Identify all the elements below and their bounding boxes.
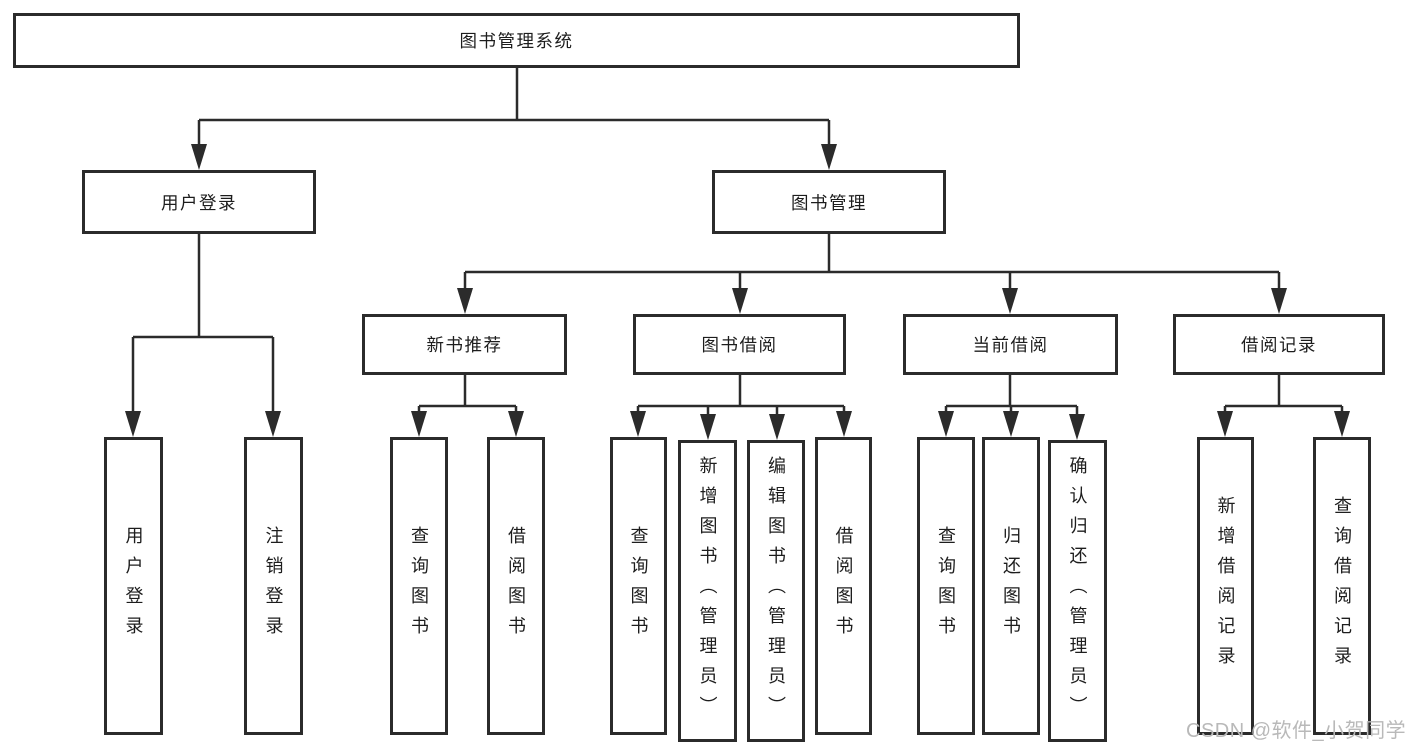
leaf-add-borrow-record: 新增借阅记录 [1197, 437, 1254, 735]
node-new-book-recommend: 新书推荐 [362, 314, 567, 375]
node-user-login: 用户登录 [82, 170, 316, 234]
leaf-label: 注销登录 [263, 526, 284, 646]
leaf-label: 查询借阅记录 [1332, 496, 1352, 676]
node-book-borrowing: 图书借阅 [633, 314, 846, 375]
leaf-label: 查询图书 [936, 526, 956, 646]
leaf-label: 确认归还（管理员） [1067, 456, 1088, 726]
leaf-confirm-return-admin: 确认归还（管理员） [1048, 440, 1107, 742]
leaf-label: 用户登录 [123, 526, 144, 646]
node-book-management: 图书管理 [712, 170, 946, 234]
leaf-label: 查询图书 [628, 526, 649, 646]
leaf-borrow-books: 借阅图书 [815, 437, 872, 735]
leaf-label: 新增图书（管理员） [697, 456, 718, 726]
leaf-label: 借阅图书 [833, 526, 854, 646]
leaf-logout: 注销登录 [244, 437, 303, 735]
leaf-return-books: 归还图书 [982, 437, 1040, 735]
node-borrowing-records: 借阅记录 [1173, 314, 1385, 375]
leaf-edit-books-admin: 编辑图书（管理员） [747, 440, 805, 742]
csdn-watermark: CSDN @软件_小贺同学 [1186, 720, 1405, 742]
leaf-borrow-books-recommend: 借阅图书 [487, 437, 545, 735]
node-current-borrowing: 当前借阅 [903, 314, 1118, 375]
leaf-add-books-admin: 新增图书（管理员） [678, 440, 737, 742]
leaf-user-login: 用户登录 [104, 437, 163, 735]
leaf-label: 查询图书 [409, 526, 429, 646]
leaf-query-books-borrowing: 查询图书 [610, 437, 667, 735]
leaf-label: 归还图书 [1001, 526, 1021, 646]
leaf-query-borrow-record: 查询借阅记录 [1313, 437, 1371, 735]
leaf-label: 借阅图书 [506, 526, 526, 646]
leaf-query-books-recommend: 查询图书 [390, 437, 448, 735]
leaf-label: 编辑图书（管理员） [766, 456, 786, 726]
node-root: 图书管理系统 [13, 13, 1020, 68]
leaf-label: 新增借阅记录 [1215, 496, 1236, 676]
leaf-query-books-current: 查询图书 [917, 437, 975, 735]
